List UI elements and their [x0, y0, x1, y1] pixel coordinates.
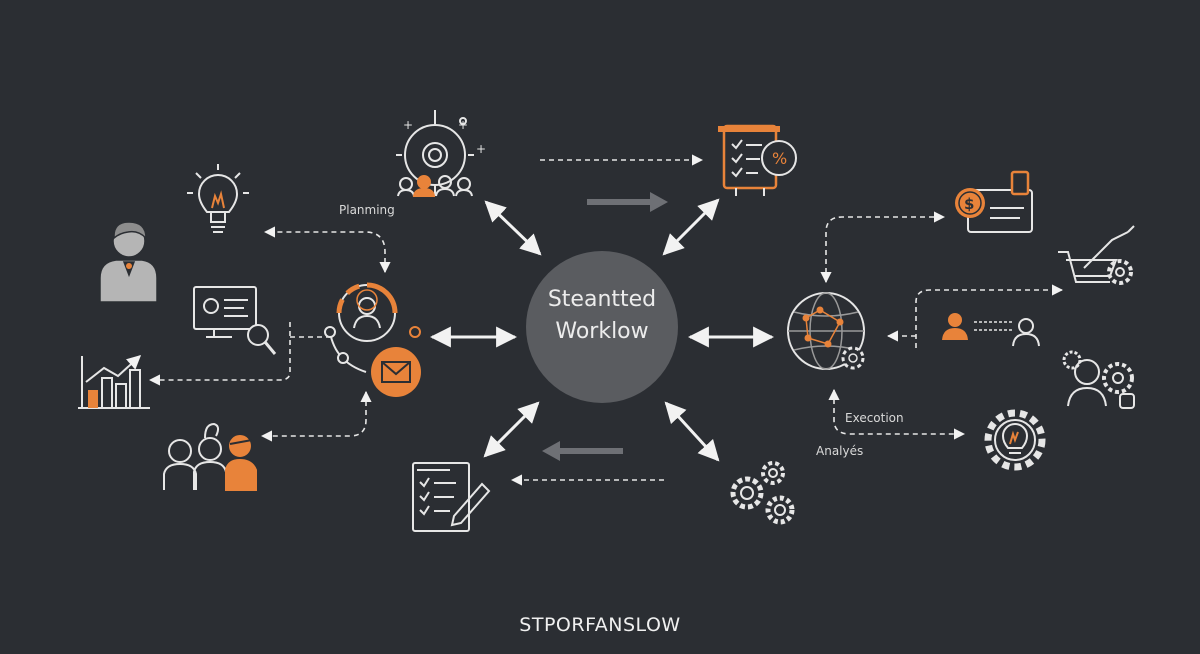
svg-text:+: +: [403, 118, 413, 132]
footer-title: STPORFANSLOW: [519, 614, 681, 636]
gears-icon: [730, 461, 795, 525]
gray-arrow-left: [542, 441, 623, 461]
lightbulb-icon: [187, 164, 249, 233]
team-icon: [163, 422, 257, 491]
person-icon: [99, 221, 158, 303]
mail-icon: [371, 347, 421, 397]
hub-person-icon: [336, 282, 398, 342]
dashed-arrows: [148, 154, 1064, 486]
gray-flow-arrows: [542, 192, 668, 461]
solid-arrows: [429, 198, 775, 462]
svg-text:+: +: [458, 118, 468, 132]
hub-curve: [329, 331, 367, 373]
globe-network-icon: [787, 292, 865, 370]
center-title: Steantted Worklow: [527, 284, 677, 348]
arrow-center-bottom-right: [664, 401, 720, 462]
svg-text:+: +: [476, 142, 486, 156]
center-node: [526, 251, 678, 403]
svg-text:$: $: [964, 195, 974, 213]
cart-gear-icon: [1058, 225, 1135, 285]
target-team-icon: + + +: [396, 110, 486, 197]
hub-node-left: [324, 326, 336, 338]
payment-card-icon: $: [955, 170, 1033, 233]
center-title-line1: Steantted: [547, 287, 657, 312]
monitor-search-icon: [193, 286, 277, 355]
arrow-center-top-right: [662, 198, 720, 256]
gray-arrow-right: [587, 192, 668, 212]
gear-bulb-icon: [984, 409, 1046, 471]
people-transfer-icon: [942, 313, 1040, 347]
label-analysis: Analyés: [816, 444, 864, 458]
person-gears-icon: [1062, 350, 1135, 409]
hub-node-bottom: [337, 352, 349, 364]
label-planning: Planming: [339, 203, 395, 217]
arrow-center-bottom-left: [483, 401, 540, 458]
label-execution: Execotion: [845, 411, 904, 425]
bar-chart-icon: [78, 355, 150, 409]
svg-text:%: %: [772, 149, 787, 168]
hub-node-right: [409, 326, 421, 338]
arrow-center-top-left: [484, 200, 542, 256]
checklist-pen-icon: [412, 462, 491, 532]
center-title-line2: Worklow: [555, 319, 649, 344]
checklist-percent-icon: %: [718, 124, 797, 196]
